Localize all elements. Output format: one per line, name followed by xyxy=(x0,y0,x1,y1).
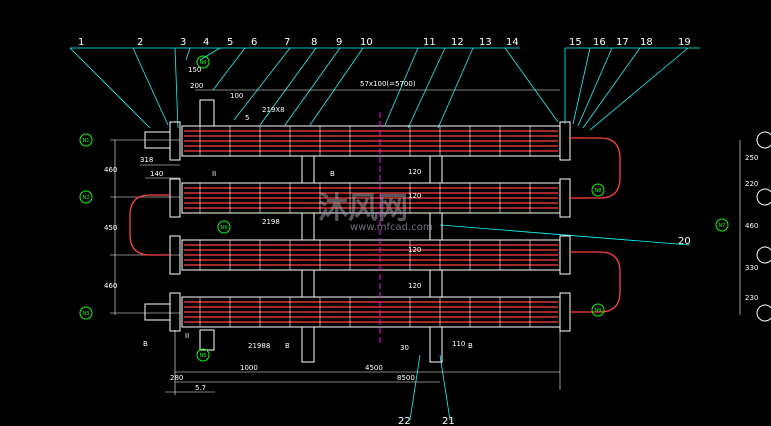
dim-text: 460 xyxy=(745,222,758,230)
return-bends xyxy=(129,137,621,313)
dim-text: 2198 xyxy=(262,218,280,226)
dim-text: 120 xyxy=(408,282,421,290)
section-mark: II xyxy=(185,332,189,340)
part-number: 8 xyxy=(311,37,317,48)
dim-text: 250 xyxy=(745,154,758,162)
section-marks: II II B B B B xyxy=(143,170,473,350)
part-number: 21 xyxy=(442,416,455,426)
part-number: 10 xyxy=(360,37,373,48)
shell-row-1 xyxy=(181,125,561,157)
part-number: 18 xyxy=(640,37,653,48)
nozzle-label: N9 xyxy=(595,308,602,314)
dim-text: 8500 xyxy=(397,374,415,382)
nozzle-label: N4 xyxy=(200,60,207,66)
dim-text: 5 xyxy=(245,114,249,122)
section-mark: B xyxy=(330,170,335,178)
part-number: 16 xyxy=(593,37,606,48)
supports xyxy=(199,99,443,363)
part-number: 6 xyxy=(251,37,257,48)
part-number: 9 xyxy=(336,37,342,48)
dim-text: 120 xyxy=(408,168,421,176)
part-number: 2 xyxy=(137,37,143,48)
nozzle-label: N5 xyxy=(200,353,207,359)
part-number: 22 xyxy=(398,416,411,426)
part-number: 14 xyxy=(506,37,519,48)
shell-row-4 xyxy=(181,296,561,328)
dim-text: 280 xyxy=(170,374,183,382)
watermark: 沐风网 www.mfcad.com xyxy=(318,191,433,233)
dim-text: 318 xyxy=(140,156,153,164)
dim-text: 100 xyxy=(230,92,243,100)
dim-text: 57x100(=5700) xyxy=(360,80,416,88)
shell-row-3 xyxy=(181,239,561,271)
nozzle-label-texts: N1 N2 N3 N4 N5 N6 N7 N8 N9 xyxy=(83,60,726,359)
part-number: 15 xyxy=(569,37,582,48)
nozzle-label: N3 xyxy=(83,311,90,317)
dimension-texts: 57x100(=5700) 150 200 100 5 219X8 460 31… xyxy=(104,66,758,392)
part-number: 4 xyxy=(203,37,209,48)
dim-text: 120 xyxy=(408,246,421,254)
watermark-url: www.mfcad.com xyxy=(350,222,433,233)
watermark-brand: 沐风网 xyxy=(318,191,408,226)
nozzle-label: N1 xyxy=(83,138,90,144)
dim-text: 220 xyxy=(745,180,758,188)
part-number: 3 xyxy=(180,37,186,48)
dim-text: 30 xyxy=(400,344,409,352)
part-number: 12 xyxy=(451,37,464,48)
section-mark: II xyxy=(212,170,216,178)
dim-text: 140 xyxy=(150,170,163,178)
part-number: 17 xyxy=(616,37,629,48)
leader-lines xyxy=(69,47,700,421)
part-number: 5 xyxy=(227,37,233,48)
dim-text: 110 xyxy=(452,340,465,348)
dim-text: 1000 xyxy=(240,364,258,372)
part-number: 7 xyxy=(284,37,290,48)
end-view xyxy=(756,131,771,322)
dim-text: 200 xyxy=(190,82,203,90)
dim-text: 21988 xyxy=(248,342,270,350)
dim-text: 5.7 xyxy=(195,384,206,392)
section-mark: B xyxy=(468,342,473,350)
dim-text: 219X8 xyxy=(262,106,285,114)
dim-text: 150 xyxy=(188,66,201,74)
part-number: 11 xyxy=(423,37,436,48)
nozzle-label: N2 xyxy=(83,195,90,201)
nozzle-markers xyxy=(79,55,729,362)
section-mark: B xyxy=(143,340,148,348)
dim-text: 460 xyxy=(104,282,117,290)
section-mark: B xyxy=(285,342,290,350)
part-number: 19 xyxy=(678,37,691,48)
part-number: 1 xyxy=(78,37,84,48)
dimension-lines xyxy=(110,89,741,395)
nozzle-label: N8 xyxy=(595,188,602,194)
part-number-row: 1 2 3 4 5 6 7 8 9 10 11 12 13 14 15 16 1… xyxy=(78,37,691,426)
fin-ticks xyxy=(199,126,531,327)
dim-text: 450 xyxy=(104,224,117,232)
dim-text: 330 xyxy=(745,264,758,272)
dim-text: 230 xyxy=(745,294,758,302)
dim-text: 460 xyxy=(104,166,117,174)
nozzle-label: N6 xyxy=(221,225,228,231)
nozzle-label: N7 xyxy=(719,223,726,229)
part-number: 13 xyxy=(479,37,492,48)
dim-text: 4500 xyxy=(365,364,383,372)
part-number: 20 xyxy=(678,236,691,247)
dim-text: 120 xyxy=(408,192,421,200)
